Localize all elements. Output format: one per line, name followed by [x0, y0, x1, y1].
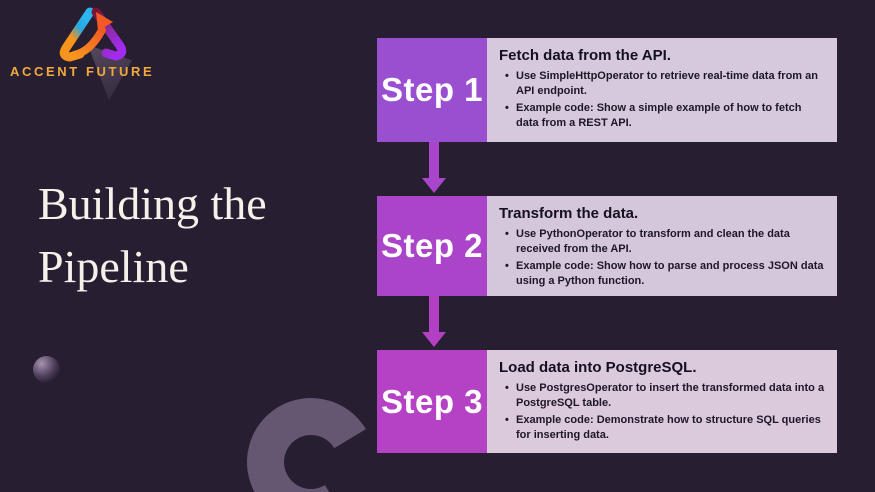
bullet-item: Example code: Show a simple example of h… [505, 101, 825, 130]
step-2-panel: Transform the data. Use PythonOperator t… [487, 196, 837, 296]
step-row-1: Step 1 Fetch data from the API. Use Simp… [377, 38, 837, 142]
step-3-bullets: Use PostgresOperator to insert the trans… [499, 381, 825, 442]
step-3-badge: Step 3 [377, 350, 487, 453]
bullet-item: Use SimpleHttpOperator to retrieve real-… [505, 69, 825, 98]
arrow-stem [429, 142, 439, 179]
logo-block: ACCENT FUTURE [10, 4, 180, 79]
step-1-heading: Fetch data from the API. [499, 47, 671, 64]
accent-future-logo-icon [59, 7, 127, 62]
step-2-bullets: Use PythonOperator to transform and clea… [499, 227, 825, 288]
arrow-head [422, 178, 446, 193]
decorative-sphere [33, 356, 60, 383]
step-2-heading: Transform the data. [499, 205, 639, 222]
brand-name: ACCENT FUTURE [10, 64, 155, 79]
arrow-head [422, 332, 446, 347]
steps-flow: Step 1 Fetch data from the API. Use Simp… [377, 38, 837, 455]
bullet-item: Example code: Show how to parse and proc… [505, 259, 825, 288]
step-2-badge: Step 2 [377, 196, 487, 296]
page-title: Building the Pipeline [38, 172, 267, 298]
bullet-item: Use PythonOperator to transform and clea… [505, 227, 825, 256]
step-1-badge: Step 1 [377, 38, 487, 142]
step-1-panel: Fetch data from the API. Use SimpleHttpO… [487, 38, 837, 142]
decorative-c-ring [233, 384, 389, 492]
step-1-bullets: Use SimpleHttpOperator to retrieve real-… [499, 69, 825, 130]
bullet-item: Example code: Demonstrate how to structu… [505, 413, 825, 442]
step-3-panel: Load data into PostgreSQL. Use PostgresO… [487, 350, 837, 453]
page-title-line2: Pipeline [38, 241, 189, 292]
step-row-2: Step 2 Transform the data. Use PythonOpe… [377, 196, 837, 296]
arrow-stem [429, 296, 439, 333]
bullet-item: Use PostgresOperator to insert the trans… [505, 381, 825, 410]
step-3-heading: Load data into PostgreSQL. [499, 359, 697, 376]
page-title-line1: Building the [38, 178, 267, 229]
step-row-3: Step 3 Load data into PostgreSQL. Use Po… [377, 350, 837, 453]
